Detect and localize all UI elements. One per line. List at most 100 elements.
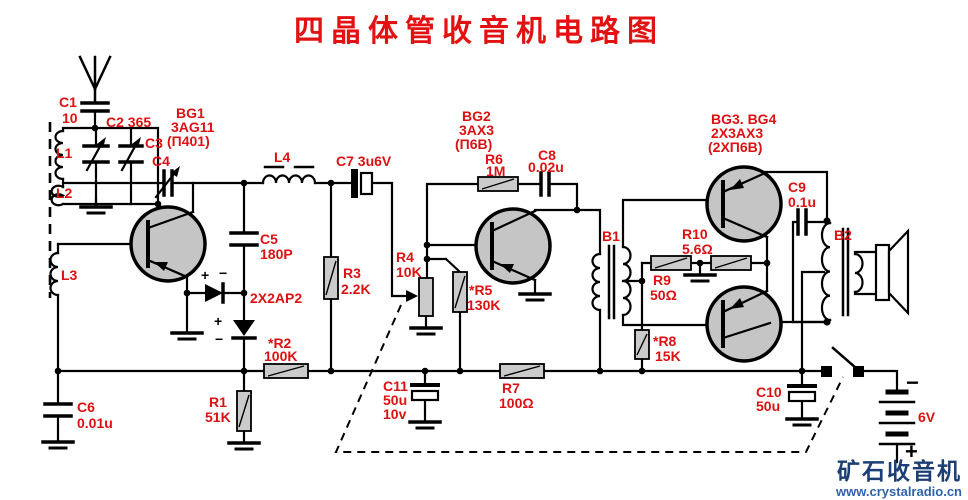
- resistor-r7: [499, 363, 545, 379]
- label-r7-value: 100Ω: [499, 395, 534, 411]
- label-r1: R1: [209, 394, 227, 410]
- label-c8-value: 0.02u: [528, 159, 564, 175]
- resistor-r6: [477, 176, 519, 192]
- label-c5-value: 180P: [260, 246, 293, 262]
- resistor-r3: [323, 256, 339, 300]
- label-l4: L4: [274, 149, 291, 165]
- label-r6-value: 1M: [486, 163, 505, 179]
- label-c10-value: 50u: [756, 398, 780, 414]
- watermark-url: www.crystalradio.cn: [835, 484, 962, 499]
- label-r10-value: 5.6Ω: [682, 241, 713, 257]
- label-c9-value: 0.1u: [788, 194, 816, 210]
- label-c3: C3: [145, 135, 163, 151]
- coil-l4: [261, 165, 317, 185]
- label-r1-value: 51K: [205, 409, 231, 425]
- label-d1-plus: +: [201, 267, 209, 283]
- label-r2-value: 100K: [264, 348, 297, 364]
- capacitor-c2-tuning: [82, 126, 110, 206]
- label-b1: B1: [602, 228, 620, 244]
- resistor-r2: [263, 363, 309, 379]
- label-c6: C6: [77, 399, 95, 415]
- resistor-r1: [236, 390, 252, 432]
- label-battery-plus: +: [905, 439, 918, 464]
- label-bg3-bg4: BG3. BG4: [711, 111, 777, 127]
- volume-switch-link-dashed-line: [334, 304, 844, 453]
- label-r9-value: 50Ω: [650, 287, 677, 303]
- coil-l2: [50, 184, 66, 207]
- label-battery-minus: −: [906, 370, 919, 395]
- label-bg2-type: 3AX3: [459, 122, 494, 138]
- label-r3-value: 2.2K: [341, 281, 371, 297]
- coil-l3: [49, 251, 60, 297]
- capacitor-c6: [43, 402, 73, 418]
- label-r9: R9: [653, 272, 671, 288]
- junction-dots: [54, 124, 831, 375]
- resistor-r4-pot: [406, 277, 434, 317]
- watermark-brand: 矿石收音机: [837, 458, 962, 484]
- capacitor-c3-trimmer: [118, 126, 144, 206]
- label-c11-value2: 10v: [383, 406, 407, 422]
- label-bg34-type2: (2XП6B): [708, 139, 762, 155]
- label-c9: C9: [788, 179, 806, 195]
- label-l3: L3: [61, 267, 78, 283]
- label-c5: C5: [260, 231, 278, 247]
- label-d2-plus: +: [214, 313, 222, 329]
- label-bg1-type2: (П401): [167, 133, 210, 149]
- label-r6: R6: [485, 151, 503, 167]
- label-d1-minus: −: [219, 265, 227, 281]
- label-c11: C11: [383, 378, 408, 394]
- capacitor-c11-electrolytic: [410, 383, 440, 402]
- label-c1: C1: [59, 94, 77, 110]
- label-c7: C7 3u6V: [336, 153, 392, 169]
- label-c11-value: 50u: [383, 392, 407, 408]
- page-title: 四晶体管收音机电路图: [294, 15, 664, 48]
- capacitor-c10-electrolytic: [787, 384, 817, 403]
- transformer-b1: [591, 244, 632, 320]
- label-r3: R3: [343, 265, 361, 281]
- transistor-bg1: [129, 205, 207, 283]
- label-r2: *R2: [268, 335, 292, 351]
- label-r8: *R8: [653, 333, 677, 349]
- battery-6v: [878, 389, 916, 446]
- label-l1: L1: [56, 145, 73, 161]
- label-bg1: BG1: [176, 105, 205, 121]
- label-r4: R4: [396, 249, 414, 265]
- ground-symbols: [41, 197, 819, 451]
- label-d2-minus: −: [215, 331, 223, 347]
- label-bg2: BG2: [462, 108, 491, 124]
- label-c6-value: 0.01u: [77, 415, 113, 431]
- capacitor-c9: [796, 208, 808, 236]
- label-c10: C10: [756, 384, 782, 400]
- label-b2: B2: [834, 227, 852, 243]
- label-bg2-type2: (П6B): [455, 136, 492, 152]
- resistor-r5: [452, 271, 468, 313]
- label-c1-value: 10: [62, 110, 78, 126]
- label-r10: R10: [682, 226, 708, 242]
- label-r4-value: 10K: [396, 264, 422, 280]
- transistor-bg4: [705, 285, 783, 363]
- diode-d1: [205, 282, 225, 304]
- capacitor-c7-electrolytic: [351, 169, 374, 198]
- coil-l1: [54, 129, 65, 181]
- label-r7: R7: [502, 380, 520, 396]
- label-r5-value: 130K: [467, 297, 500, 313]
- capacitor-c8: [539, 171, 551, 197]
- label-bg1-type: 3AG11: [171, 119, 215, 135]
- label-bg34-type: 2X3AX3: [711, 125, 763, 141]
- antenna-icon: [78, 55, 112, 103]
- capacitor-c5: [229, 231, 259, 247]
- power-switch: [821, 346, 864, 377]
- label-l2: L2: [56, 185, 73, 201]
- transistor-bg3: [705, 165, 783, 243]
- resistor-r8: [634, 329, 650, 360]
- label-diodes: 2X2AP2: [250, 290, 302, 306]
- resistor-r9: [650, 255, 692, 271]
- label-r8-value: 15K: [655, 348, 681, 364]
- label-battery-voltage: 6V: [918, 409, 936, 425]
- label-c2: C2 365: [106, 114, 151, 130]
- label-r5: *R5: [469, 282, 493, 298]
- speaker-icon: [874, 228, 910, 316]
- capacitor-c1: [80, 101, 110, 113]
